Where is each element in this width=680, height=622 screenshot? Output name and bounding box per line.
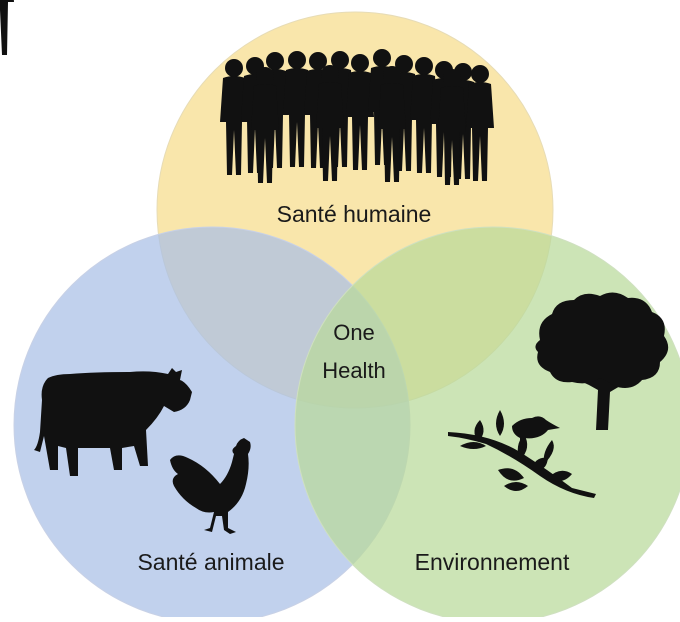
cow-icon: [34, 368, 192, 476]
bird-on-branch-icon: [448, 410, 596, 498]
animal-health-label: Santé animale: [137, 549, 284, 575]
one-health-label-line2: Health: [322, 358, 386, 383]
chicken-icon: [170, 438, 251, 534]
one-health-label-line1: One: [333, 320, 375, 345]
human-health-label: Santé humaine: [277, 201, 432, 227]
tree-icon: [535, 292, 669, 430]
environment-label: Environnement: [415, 549, 570, 575]
crowd-of-people-icon: [0, 0, 494, 185]
